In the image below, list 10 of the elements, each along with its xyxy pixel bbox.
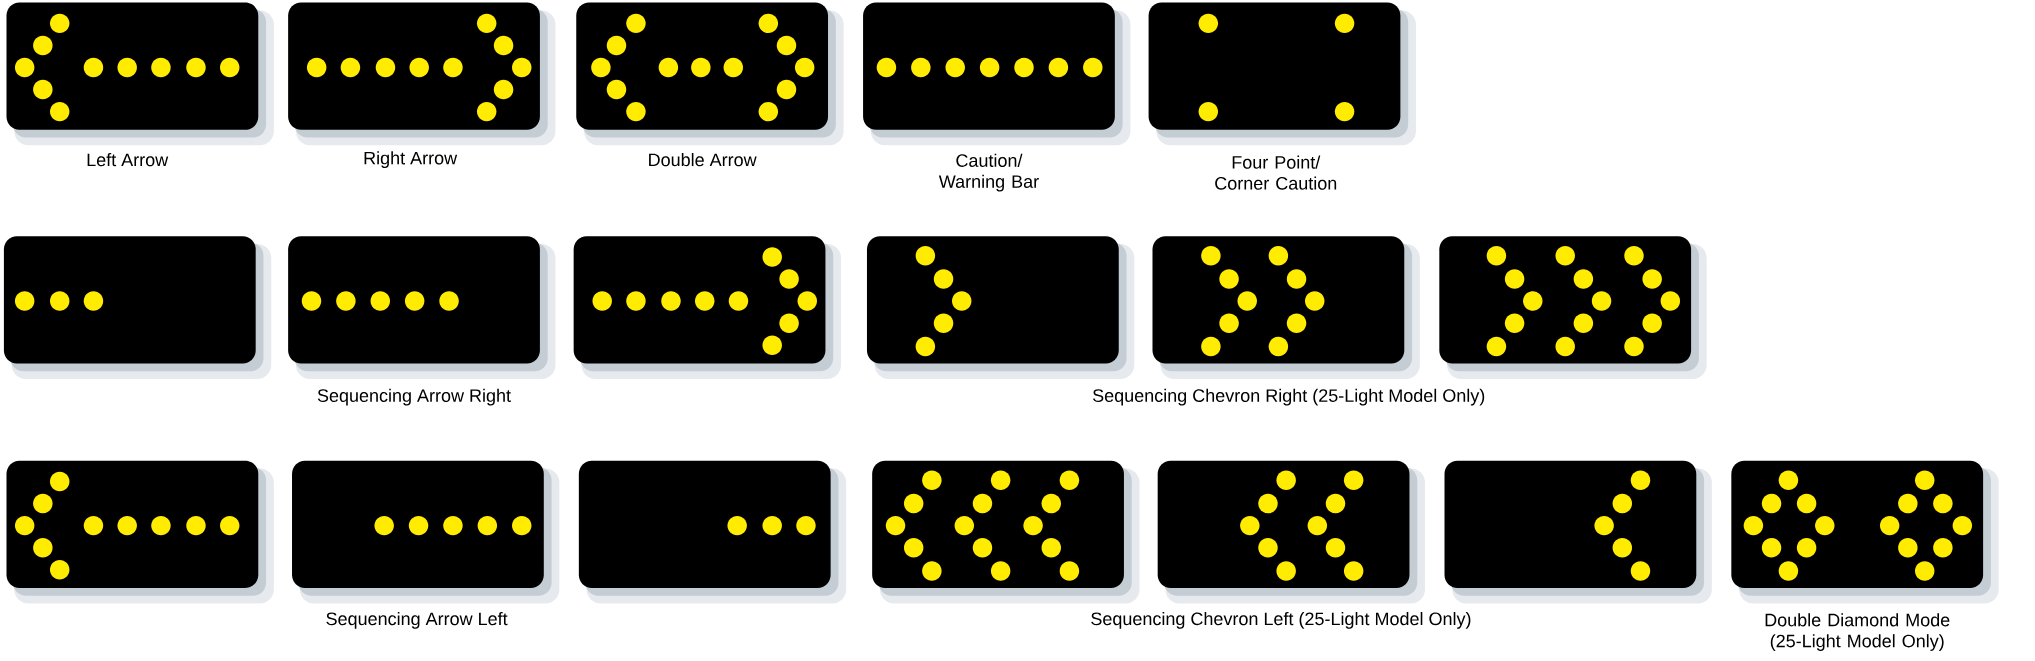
caption: Caution/ Warning Bar [938,153,1039,192]
caption: Sequencing Arrow Left [326,612,508,629]
caption: Four Point/ Corner Caution [1215,155,1337,190]
caption: Sequencing Chevron Left (25-Light Model Only) [1091,612,1471,629]
caption: Double Diamond Mode (25-Light Model Only) [1765,613,1950,652]
caption: Double Arrow [649,153,757,167]
caption: Left Arrow [87,153,169,167]
caption: Sequencing Chevron Right (25-Light Model Only) [1092,388,1485,406]
caption: Right Arrow [364,151,458,169]
caption: Sequencing Arrow Right [317,388,511,406]
